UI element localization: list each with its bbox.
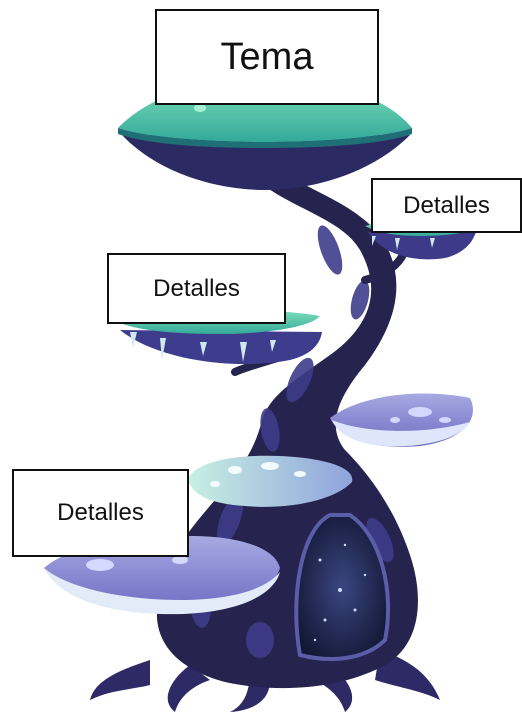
middle-mint-cap bbox=[188, 455, 353, 507]
roots bbox=[90, 650, 440, 712]
detail-box-top-right: Detalles bbox=[371, 178, 522, 233]
detail-label: Detalles bbox=[153, 274, 240, 302]
detail-box-bottom-left: Detalles bbox=[12, 469, 189, 557]
portal bbox=[294, 513, 391, 662]
detail-box-middle-left: Detalles bbox=[107, 253, 286, 324]
topic-label: Tema bbox=[220, 35, 314, 78]
right-lavender-cap bbox=[330, 393, 473, 447]
topic-box: Tema bbox=[155, 9, 379, 105]
detail-label: Detalles bbox=[403, 191, 490, 219]
detail-label: Detalles bbox=[57, 499, 144, 526]
